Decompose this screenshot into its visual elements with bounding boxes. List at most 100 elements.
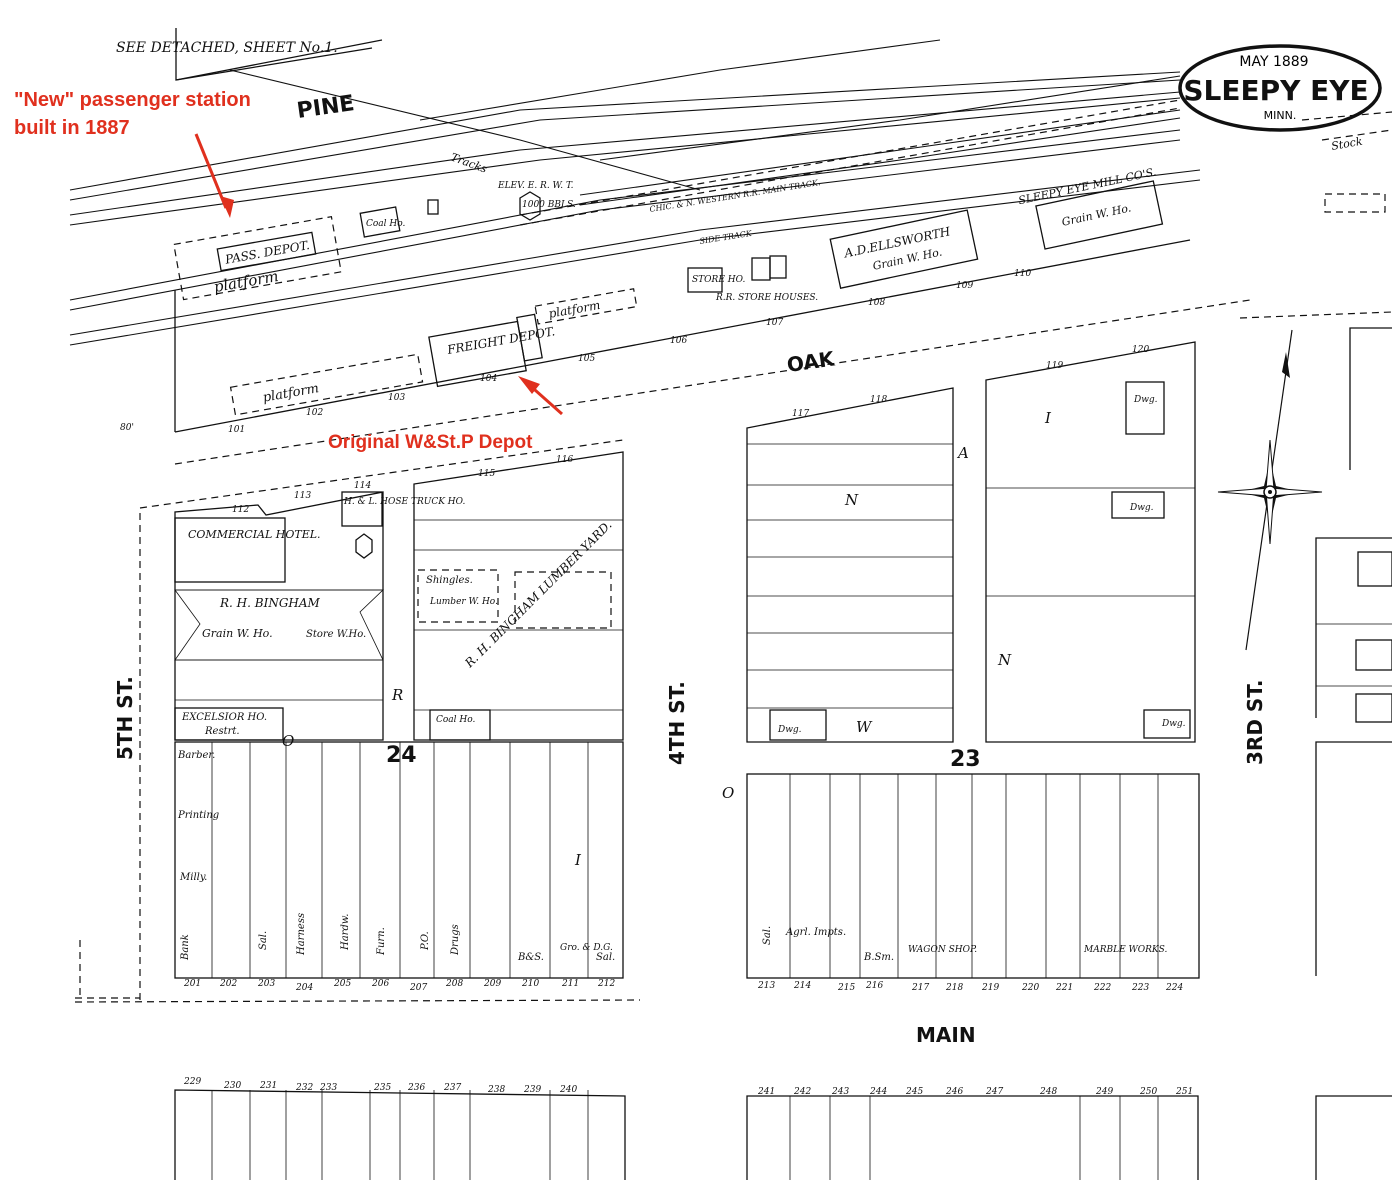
street-pine: PINE: [295, 91, 356, 124]
svg-text:224: 224: [1165, 983, 1183, 993]
svg-text:SLEEPY EYE MILL CO'S.: SLEEPY EYE MILL CO'S.: [1017, 165, 1157, 207]
svg-text:B.Sm.: B.Sm.: [863, 952, 894, 963]
svg-text:SIDE TRACK: SIDE TRACK: [699, 229, 753, 246]
svg-text:Grain W. Ho.: Grain W. Ho.: [1061, 201, 1133, 228]
svg-text:115: 115: [478, 469, 495, 479]
svg-text:Dwg.: Dwg.: [777, 725, 802, 735]
svg-text:built in 1887: built in 1887: [14, 117, 130, 139]
svg-text:240: 240: [559, 1085, 577, 1095]
svg-text:120: 120: [1132, 345, 1149, 355]
svg-text:EXCELSIOR HO.: EXCELSIOR HO.: [181, 712, 267, 723]
svg-text:209: 209: [483, 979, 501, 989]
svg-text:110: 110: [1014, 269, 1031, 279]
see-sheet-note: SEE DETACHED, SHEET No.1.: [116, 40, 338, 56]
svg-text:106: 106: [670, 336, 687, 346]
svg-text:102: 102: [306, 408, 323, 418]
street-oak: OAK: [785, 346, 837, 377]
svg-text:217: 217: [911, 983, 929, 993]
svg-text:R. H. BINGHAM LUMBER YARD.: R. H. BINGHAM LUMBER YARD.: [462, 518, 615, 671]
svg-text:114: 114: [354, 481, 371, 491]
svg-text:101: 101: [228, 425, 245, 435]
svg-text:Stock: Stock: [1330, 135, 1364, 153]
svg-text:202: 202: [219, 979, 237, 989]
svg-text:Hardw.: Hardw.: [340, 914, 351, 951]
svg-text:N: N: [844, 491, 859, 509]
svg-text:1000 BBLS.: 1000 BBLS.: [522, 200, 576, 210]
main-north-lots-24: 201 202 203 204 205 206 207 208 209 210 …: [183, 979, 615, 993]
svg-text:205: 205: [333, 979, 351, 989]
svg-text:221: 221: [1055, 983, 1073, 993]
sleepy-eye-mill: SLEEPY EYE MILL CO'S. Grain W. Ho.: [1017, 165, 1164, 250]
svg-text:Coal Ho.: Coal Ho.: [436, 715, 476, 725]
svg-text:I: I: [1044, 409, 1052, 427]
svg-text:243: 243: [831, 1087, 849, 1097]
svg-text:118: 118: [870, 395, 887, 405]
svg-text:Coal Ho.: Coal Ho.: [366, 219, 406, 229]
svg-text:247: 247: [985, 1087, 1003, 1097]
svg-text:207: 207: [409, 983, 427, 993]
svg-text:Milly.: Milly.: [179, 872, 207, 883]
svg-text:246: 246: [945, 1087, 963, 1097]
svg-text:229: 229: [183, 1077, 201, 1087]
street-4th: 4TH ST.: [665, 681, 689, 765]
svg-text:STORE HO.: STORE HO.: [692, 275, 745, 285]
svg-text:215: 215: [837, 983, 855, 993]
svg-text:242: 242: [793, 1087, 811, 1097]
annotation-original-depot: Original W&St.P Depot: [328, 376, 563, 453]
svg-text:230: 230: [223, 1081, 241, 1091]
svg-text:Harness: Harness: [296, 913, 307, 956]
svg-text:210: 210: [521, 979, 539, 989]
svg-text:Barber.: Barber.: [177, 750, 215, 761]
block-23-south: Sal. Agrl. Impts. B.Sm. WAGON SHOP. MARB…: [722, 773, 1200, 979]
block-23-number: 23: [950, 747, 981, 772]
svg-text:W: W: [856, 718, 873, 736]
svg-text:Grain W. Ho.: Grain W. Ho.: [202, 627, 273, 640]
svg-text:103: 103: [388, 393, 405, 403]
svg-text:116: 116: [556, 455, 573, 465]
svg-text:Bank: Bank: [180, 934, 191, 961]
svg-text:O: O: [722, 784, 734, 802]
svg-text:80': 80': [120, 423, 134, 433]
svg-text:250: 250: [1139, 1087, 1157, 1097]
svg-text:MARBLE WORKS.: MARBLE WORKS.: [1083, 945, 1167, 955]
block-23-north: Dwg. Dwg. Dwg. Dwg. 117 118 119 120 A N …: [746, 341, 1196, 743]
svg-text:R: R: [391, 686, 403, 704]
svg-text:108: 108: [868, 298, 885, 308]
state-name: MINN.: [1264, 109, 1297, 122]
svg-text:Drugs: Drugs: [450, 924, 461, 956]
svg-text:251: 251: [1175, 1087, 1193, 1097]
svg-text:Furn.: Furn.: [376, 927, 387, 956]
svg-text:WAGON SHOP.: WAGON SHOP.: [908, 945, 977, 955]
svg-text:Printing: Printing: [177, 810, 219, 821]
block-24-south: Barber. Printing Milly. Bank Sal. Harnes…: [174, 741, 624, 979]
street-3rd: 3RD ST.: [1243, 680, 1267, 766]
svg-text:235: 235: [373, 1083, 391, 1093]
svg-text:232: 232: [295, 1083, 313, 1093]
rr-store-houses: STORE HO. R.R. STORE HOUSES.: [687, 255, 818, 303]
svg-text:213: 213: [757, 981, 775, 991]
svg-text:214: 214: [793, 981, 811, 991]
svg-text:241: 241: [757, 1087, 775, 1097]
svg-text:A: A: [956, 444, 969, 462]
svg-text:I: I: [574, 851, 582, 869]
svg-text:218: 218: [945, 983, 963, 993]
svg-text:O: O: [282, 732, 294, 750]
svg-text:231: 231: [259, 1081, 277, 1091]
svg-text:Lumber W. Ho.: Lumber W. Ho.: [429, 597, 498, 607]
svg-text:"New" passenger station: "New" passenger station: [14, 89, 251, 111]
svg-text:216: 216: [865, 981, 883, 991]
south-of-main-blocks: 229 230 231 232 233 235 236 237 238 239 …: [174, 1077, 1199, 1180]
map-date: MAY 1889: [1239, 54, 1308, 70]
svg-text:Sal.: Sal.: [258, 931, 269, 950]
svg-text:237: 237: [443, 1083, 461, 1093]
passenger-depot: PASS. DEPOT. platform: [173, 215, 342, 301]
svg-text:COMMERCIAL HOTEL.: COMMERCIAL HOTEL.: [188, 528, 321, 541]
svg-text:Dwg.: Dwg.: [1129, 503, 1154, 513]
coal-house: Coal Ho.: [359, 199, 439, 238]
svg-text:H. & L. HOSE TRUCK HO.: H. & L. HOSE TRUCK HO.: [343, 497, 465, 507]
svg-text:112: 112: [232, 505, 249, 515]
svg-text:P.O.: P.O.: [420, 931, 431, 951]
svg-text:Store W.Ho.: Store W.Ho.: [306, 629, 366, 640]
svg-text:211: 211: [561, 979, 579, 989]
